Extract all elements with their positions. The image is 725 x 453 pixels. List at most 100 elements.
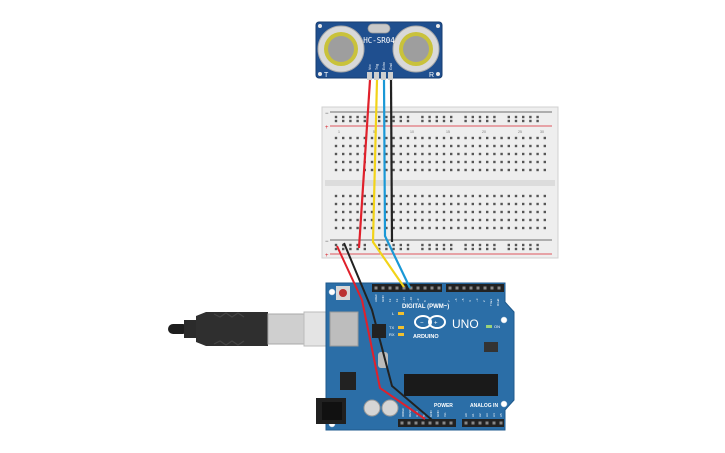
breadboard-hole[interactable]: [493, 152, 496, 156]
breadboard-hole[interactable]: [464, 210, 467, 214]
breadboard-hole[interactable]: [342, 226, 345, 230]
breadboard-hole[interactable]: [370, 226, 374, 230]
breadboard-hole[interactable]: [450, 202, 453, 206]
breadboard-hole[interactable]: [507, 218, 510, 222]
breadboard-hole[interactable]: [414, 218, 417, 222]
breadboard-hole[interactable]: [507, 243, 510, 247]
header-pin[interactable]: [483, 286, 487, 290]
breadboard-hole[interactable]: [529, 160, 532, 164]
breadboard-hole[interactable]: [486, 218, 489, 222]
breadboard-hole[interactable]: [514, 202, 518, 206]
breadboard-hole[interactable]: [378, 136, 381, 140]
breadboard-hole[interactable]: [536, 160, 539, 164]
breadboard-hole[interactable]: [543, 210, 546, 214]
breadboard-hole[interactable]: [349, 119, 352, 123]
breadboard-hole[interactable]: [514, 243, 518, 247]
header-pin[interactable]: [381, 286, 385, 290]
breadboard-hole[interactable]: [450, 168, 453, 172]
breadboard-hole[interactable]: [421, 210, 424, 214]
digital-pin-header[interactable]: [372, 284, 504, 292]
breadboard-hole[interactable]: [334, 243, 338, 247]
breadboard-hole[interactable]: [493, 202, 496, 206]
breadboard-hole[interactable]: [385, 194, 388, 198]
breadboard-hole[interactable]: [378, 218, 381, 222]
breadboard-hole[interactable]: [414, 226, 417, 230]
breadboard-hole[interactable]: [442, 168, 446, 172]
breadboard-hole[interactable]: [457, 144, 460, 148]
breadboard-hole[interactable]: [486, 160, 489, 164]
breadboard-hole[interactable]: [349, 115, 352, 119]
usb-cable[interactable]: [168, 311, 331, 347]
breadboard-hole[interactable]: [471, 194, 474, 198]
breadboard-hole[interactable]: [334, 226, 338, 230]
header-pin[interactable]: [423, 286, 427, 290]
echo-wire[interactable]: [382, 79, 411, 289]
breadboard-hole[interactable]: [493, 136, 496, 140]
breadboard-hole[interactable]: [342, 243, 345, 247]
breadboard-hole[interactable]: [486, 226, 489, 230]
breadboard-hole[interactable]: [464, 194, 467, 198]
breadboard-hole[interactable]: [478, 152, 482, 156]
bottom-pin-holes[interactable]: [400, 421, 503, 425]
breadboard-hole[interactable]: [356, 243, 359, 247]
reset-button[interactable]: [336, 286, 350, 300]
breadboard-hole[interactable]: [514, 194, 518, 198]
header-pin[interactable]: [485, 421, 489, 425]
breadboard-hole[interactable]: [450, 243, 453, 247]
breadboard-hole[interactable]: [471, 243, 474, 247]
breadboard-hole[interactable]: [536, 226, 539, 230]
breadboard-hole[interactable]: [442, 247, 446, 251]
breadboard-hole[interactable]: [486, 119, 489, 123]
breadboard-hole[interactable]: [428, 168, 431, 172]
breadboard-hole[interactable]: [334, 152, 338, 156]
breadboard-hole[interactable]: [442, 218, 446, 222]
breadboard-hole[interactable]: [421, 247, 424, 251]
breadboard-hole[interactable]: [406, 210, 410, 214]
breadboard-hole[interactable]: [536, 115, 539, 119]
power-pin-header[interactable]: [398, 419, 456, 427]
breadboard-hole[interactable]: [507, 210, 510, 214]
breadboard-hole[interactable]: [471, 160, 474, 164]
breadboard-hole[interactable]: [363, 218, 366, 222]
breadboard-hole[interactable]: [522, 243, 525, 247]
breadboard-hole[interactable]: [450, 152, 453, 156]
breadboard-hole[interactable]: [435, 136, 438, 140]
breadboard-hole[interactable]: [421, 160, 424, 164]
breadboard-hole[interactable]: [529, 194, 532, 198]
header-pin[interactable]: [402, 286, 406, 290]
breadboard-hole[interactable]: [370, 144, 374, 148]
breadboard-hole[interactable]: [442, 194, 446, 198]
breadboard-hole[interactable]: [334, 194, 338, 198]
breadboard-hole[interactable]: [385, 247, 388, 251]
breadboard-hole[interactable]: [471, 152, 474, 156]
breadboard-hole[interactable]: [342, 119, 345, 123]
breadboard-hole[interactable]: [507, 168, 510, 172]
breadboard-hole[interactable]: [370, 152, 374, 156]
breadboard-hole[interactable]: [500, 152, 503, 156]
breadboard-hole[interactable]: [464, 152, 467, 156]
breadboard-hole[interactable]: [334, 119, 338, 123]
breadboard-hole[interactable]: [363, 194, 366, 198]
header-pin[interactable]: [430, 286, 434, 290]
breadboard-hole[interactable]: [392, 210, 395, 214]
breadboard-hole[interactable]: [457, 202, 460, 206]
breadboard-hole[interactable]: [522, 160, 525, 164]
breadboard-hole[interactable]: [464, 226, 467, 230]
breadboard-hole[interactable]: [471, 247, 474, 251]
breadboard-hole[interactable]: [514, 136, 518, 140]
breadboard-hole[interactable]: [385, 210, 388, 214]
breadboard-hole[interactable]: [421, 243, 424, 247]
breadboard-hole[interactable]: [334, 144, 338, 148]
breadboard-hole[interactable]: [414, 144, 417, 148]
sensor-pin-header[interactable]: [367, 72, 393, 80]
breadboard-hole[interactable]: [493, 115, 496, 119]
breadboard-hole[interactable]: [428, 243, 431, 247]
header-pin[interactable]: [464, 421, 468, 425]
breadboard-hole[interactable]: [543, 226, 546, 230]
breadboard-hole[interactable]: [486, 115, 489, 119]
breadboard-hole[interactable]: [522, 152, 525, 156]
breadboard-hole[interactable]: [392, 144, 395, 148]
breadboard-hole[interactable]: [450, 218, 453, 222]
breadboard-holes[interactable]: [334, 115, 546, 251]
breadboard-hole[interactable]: [543, 218, 546, 222]
